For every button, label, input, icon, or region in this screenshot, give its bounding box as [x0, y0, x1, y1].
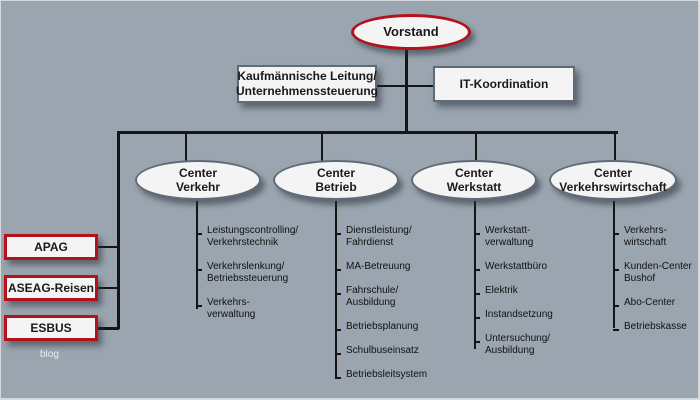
item-tick [474, 293, 480, 295]
drop-verkehrswirtschaft [614, 131, 616, 161]
item-tick [613, 269, 619, 271]
center-item[interactable]: Betriebsplanung [346, 321, 419, 332]
center-item[interactable]: Verkehrs- wirtschaft [624, 225, 667, 248]
center-item[interactable]: Kunden-Center Bushof [624, 261, 692, 284]
center-item[interactable]: Untersuchung/ Ausbildung [485, 333, 551, 356]
root-node-vorstand[interactable]: Vorstand [351, 14, 471, 50]
trunk-line [405, 41, 408, 133]
sub-connector-esbus [97, 327, 119, 330]
center-item[interactable]: Instandsetzung [485, 309, 553, 320]
column-line-verkehr [196, 201, 198, 309]
drop-werkstatt [475, 131, 477, 161]
item-tick [613, 305, 619, 307]
center-item[interactable]: Werkstattbüro [485, 261, 548, 272]
item-tick [474, 269, 480, 271]
center-item[interactable]: Schulbuseinsatz [346, 345, 419, 356]
subsidiary-node-aseag-reisen[interactable]: ASEAG-Reisen [4, 275, 98, 301]
item-tick [474, 341, 480, 343]
item-tick [335, 329, 341, 331]
item-tick [335, 269, 341, 271]
item-tick [196, 269, 202, 271]
center-item[interactable]: Betriebskasse [624, 321, 687, 332]
item-tick [613, 329, 619, 331]
center-node-verkehrswirtschaft[interactable]: Center Verkehrswirtschaft [549, 160, 677, 200]
item-tick [474, 317, 480, 319]
staff-node-kaufmaennische-leitung[interactable]: Kaufmännische Leitung/ Unternehmenssteue… [236, 65, 378, 103]
item-tick [335, 353, 341, 355]
center-item[interactable]: Dienstleistung/ Fahrdienst [346, 225, 412, 248]
staff-node-it-koordination[interactable]: IT-Koordination [433, 66, 575, 102]
center-item[interactable]: Abo-Center [624, 297, 676, 308]
drop-verkehr [185, 131, 187, 161]
center-item[interactable]: Elektrik [485, 285, 518, 296]
center-item[interactable]: Fahrschule/ Ausbildung [346, 285, 399, 308]
item-tick [474, 233, 480, 235]
subsidiary-node-esbus[interactable]: ESBUS [4, 315, 98, 341]
center-item[interactable]: Verkehrs- verwaltung [207, 297, 256, 320]
item-tick [335, 233, 341, 235]
staff-connector-left [374, 85, 406, 87]
subsidiary-node-apag[interactable]: APAG [4, 234, 98, 260]
item-tick [335, 377, 341, 379]
column-line-verkehrswirtschaft [613, 201, 615, 328]
center-item[interactable]: Leistungscontrolling/ Verkehrstechnik [207, 225, 299, 248]
watermark-text: blog [40, 349, 59, 360]
staff-connector-right [407, 85, 435, 87]
subsidiary-trunk [117, 131, 120, 329]
center-item[interactable]: Verkehrslenkung/ Betriebssteuerung [207, 261, 289, 284]
drop-betrieb [321, 131, 323, 161]
sub-connector-apag [97, 246, 119, 248]
column-line-betrieb [335, 201, 337, 378]
item-tick [196, 305, 202, 307]
item-tick [196, 233, 202, 235]
center-node-verkehr[interactable]: Center Verkehr [135, 160, 261, 200]
item-tick [613, 233, 619, 235]
column-line-werkstatt [474, 201, 476, 349]
center-item[interactable]: Werkstatt- verwaltung [485, 225, 534, 248]
center-item[interactable]: MA-Betreuung [346, 261, 411, 272]
sub-connector-aseag [97, 287, 119, 289]
item-tick [335, 293, 341, 295]
center-node-betrieb[interactable]: Center Betrieb [273, 160, 399, 200]
center-item[interactable]: Betriebsleitsystem [346, 369, 428, 380]
center-node-werkstatt[interactable]: Center Werkstatt [411, 160, 537, 200]
center-bus-line [117, 131, 618, 134]
